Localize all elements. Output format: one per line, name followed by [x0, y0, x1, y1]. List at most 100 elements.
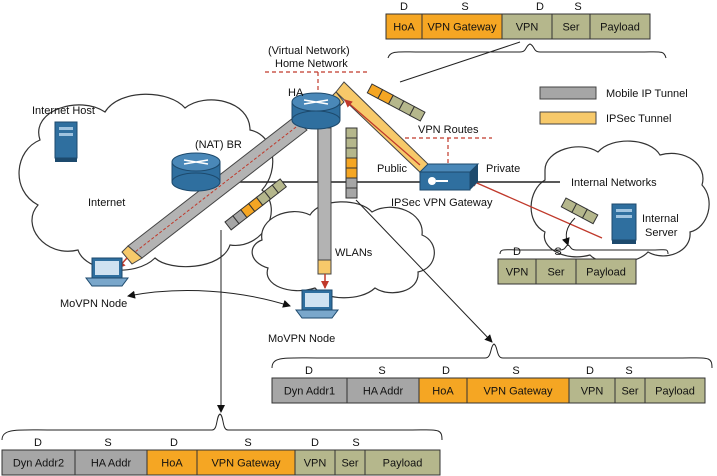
- packet-server-cell-label-2: Payload: [586, 266, 626, 278]
- brace-server: [499, 244, 669, 255]
- packet-middle-cell-label-4: VPN: [581, 385, 604, 397]
- packet-bottom-header-5: S: [352, 437, 359, 449]
- packet-bottom-cell-1: [74, 449, 148, 476]
- legend-ipsec-swatch: [539, 111, 597, 125]
- packet-middle-cell-label-6: Payload: [655, 385, 695, 397]
- packet-middle-cell-label-2: HoA: [432, 385, 454, 397]
- packet-server-header-1: S: [554, 246, 561, 258]
- packet-top-cell-label-1: VPN Gateway: [427, 21, 497, 33]
- internal-networks-label: Internal Networks: [571, 177, 657, 189]
- legend-mobile-ip-swatch: [539, 86, 597, 100]
- packet-top-cell-4: [589, 13, 651, 40]
- packet-server-cell-label-0: VPN: [506, 266, 529, 278]
- packet-server: VPN Ser Payload D S: [497, 246, 637, 285]
- mini-packet-server: [560, 197, 599, 225]
- packet-bottom-cell-4: [294, 449, 336, 476]
- packet-top-header-0: D: [400, 1, 408, 13]
- packet-middle-header-4: D: [586, 365, 594, 377]
- packet-bottom-cell-2: [146, 449, 198, 476]
- home-agent-router-icon: [291, 92, 341, 130]
- packet-middle-header-2: D: [442, 365, 450, 377]
- packet-top-header-1: S: [461, 1, 468, 13]
- packet-bottom-cell-label-1: HA Addr: [91, 457, 132, 469]
- packet-bottom-header-4: D: [311, 437, 319, 449]
- movpn-node-left-laptop-icon: [85, 257, 129, 287]
- packet-middle-cell-label-0: Dyn Addr1: [284, 385, 335, 397]
- packet-bottom-header-0: D: [34, 437, 42, 449]
- red-route-server-to-gateway: [469, 179, 603, 239]
- packet-middle-header-1: S: [378, 365, 385, 377]
- packet-bottom-cell-label-0: Dyn Addr2: [13, 457, 64, 469]
- packet-middle-cell-2: [418, 377, 468, 404]
- movpn-node-center-label: MoVPN Node: [268, 333, 335, 345]
- packet-top-cell-2: [501, 13, 553, 40]
- packet-bottom-header-2: D: [170, 437, 178, 449]
- movpn-node-center-laptop-icon: [295, 289, 339, 319]
- brace-middle: [271, 343, 713, 369]
- ipsec-vpn-gateway-icon: [418, 163, 480, 191]
- packet-top-header-3: S: [574, 1, 581, 13]
- internal-server-icon: [611, 203, 637, 244]
- ha-label: HA: [288, 87, 304, 99]
- red-route-gateway-to-ha: [344, 99, 421, 166]
- virtual-network-label: (Virtual Network): [268, 45, 350, 57]
- packet-middle-cell-4: [568, 377, 616, 404]
- internet-label: Internet: [88, 197, 125, 209]
- packet-middle-cell-label-5: Ser: [621, 385, 638, 397]
- packet-server-cell-label-1: Ser: [547, 266, 564, 278]
- packet-top-cell-label-4: Payload: [600, 21, 640, 33]
- packet-top-header-2: D: [536, 1, 544, 13]
- internet-host-label: Internet Host: [32, 105, 95, 117]
- packet-middle-cell-label-3: VPN Gateway: [483, 385, 553, 397]
- packet-bottom-cell-6: [364, 449, 441, 476]
- nat-br-label: (NAT) BR: [195, 139, 242, 151]
- packet-bottom-cell-0: [1, 449, 76, 476]
- packet-server-header-0: D: [513, 246, 521, 258]
- private-label: Private: [486, 163, 520, 175]
- packet-bottom-cell-label-2: HoA: [161, 457, 183, 469]
- packet-bottom-cell-label-6: Payload: [383, 457, 423, 469]
- pointer-top-packet: [399, 41, 521, 83]
- wlans-label: WLANs: [335, 247, 373, 259]
- internet-host-icon: [54, 121, 78, 162]
- public-label: Public: [377, 163, 407, 175]
- packet-bottom-header-1: S: [104, 437, 111, 449]
- packet-bottom-cell-label-4: VPN: [304, 457, 327, 469]
- legend-ipsec-label: IPSec Tunnel: [606, 113, 671, 125]
- packet-bottom-header-3: S: [244, 437, 251, 449]
- mobile-ip-tunnel-center: [317, 127, 332, 289]
- packet-bottom: Dyn Addr2 HA Addr HoA VPN Gateway VPN Ser Payl…: [1, 437, 441, 476]
- packet-bottom-cell-label-5: Ser: [341, 457, 358, 469]
- packet-middle-cell-label-1: HA Addr: [363, 385, 404, 397]
- legend-mobile-ip-label: Mobile IP Tunnel: [606, 88, 688, 100]
- packet-middle-cell-6: [644, 377, 706, 404]
- pointer-middle-packet: [355, 199, 493, 343]
- roaming-arrow: [127, 290, 291, 308]
- packet-middle-header-5: S: [625, 365, 632, 377]
- packet-middle: Dyn Addr1 HA Addr HoA VPN Gateway VPN Ser Payl…: [271, 365, 706, 404]
- pointer-server-packet: [561, 217, 576, 246]
- internal-networks-cloud: [530, 140, 710, 264]
- packet-top-cell-3: [551, 13, 591, 40]
- packet-top-cell-label-3: Ser: [562, 21, 579, 33]
- packet-middle-header-3: S: [512, 365, 519, 377]
- packet-middle-cell-1: [346, 377, 420, 404]
- packet-middle-header-0: D: [305, 365, 313, 377]
- internal-server-label-line1: Internal: [642, 213, 679, 225]
- packet-top: HoA VPN Gateway VPN Ser Payload D S D S: [385, 1, 651, 40]
- packet-server-cell-2: [575, 258, 637, 285]
- packet-bottom-cell-label-3: VPN Gateway: [211, 457, 281, 469]
- nat-border-router-icon: [171, 152, 221, 192]
- mini-packet-left: [224, 178, 288, 231]
- packet-top-cell-label-2: VPN: [516, 21, 539, 33]
- ipsec-vpn-gateway-label: IPSec VPN Gateway: [391, 197, 493, 209]
- mini-packet-vertical: [345, 127, 358, 199]
- packet-middle-cell-3: [466, 377, 570, 404]
- packet-top-cell-1: [421, 13, 503, 40]
- brace-bottom: [1, 413, 443, 441]
- packet-server-cell-1: [535, 258, 577, 285]
- mini-packet-top: [366, 83, 426, 122]
- internal-server-label-line2: Server: [645, 227, 678, 239]
- packet-top-cell-label-0: HoA: [393, 21, 415, 33]
